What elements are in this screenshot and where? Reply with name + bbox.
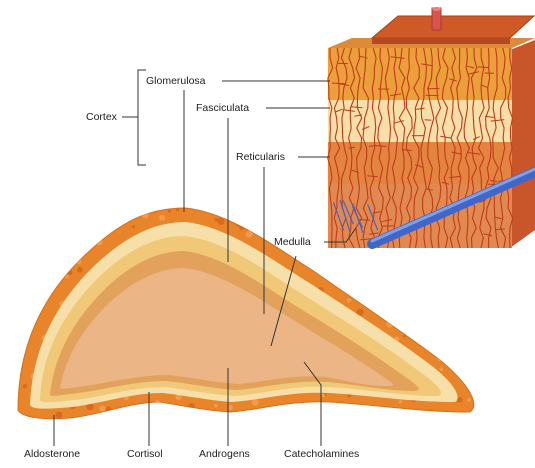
artery-vessel — [432, 8, 441, 30]
reticularis-label: Reticularis — [236, 151, 285, 163]
capsule-top — [372, 16, 534, 38]
cortisol-label: Cortisol — [127, 448, 163, 460]
androgens-label: Androgens — [199, 448, 250, 460]
catecholamines-label: Catecholamines — [284, 448, 359, 460]
reticularis-band — [328, 142, 512, 184]
glomerulosa-label: Glomerulosa — [146, 75, 206, 87]
cortex-tissue-block — [328, 7, 535, 248]
cortex-label: Cortex — [86, 111, 117, 123]
fasciculata-label: Fasciculata — [196, 102, 249, 114]
medulla-label: Medulla — [274, 236, 311, 248]
block-side-face — [510, 40, 535, 248]
aldosterone-label: Aldosterone — [24, 448, 80, 460]
glomerulosa-band — [328, 48, 512, 100]
cortex-bracket — [138, 70, 146, 165]
